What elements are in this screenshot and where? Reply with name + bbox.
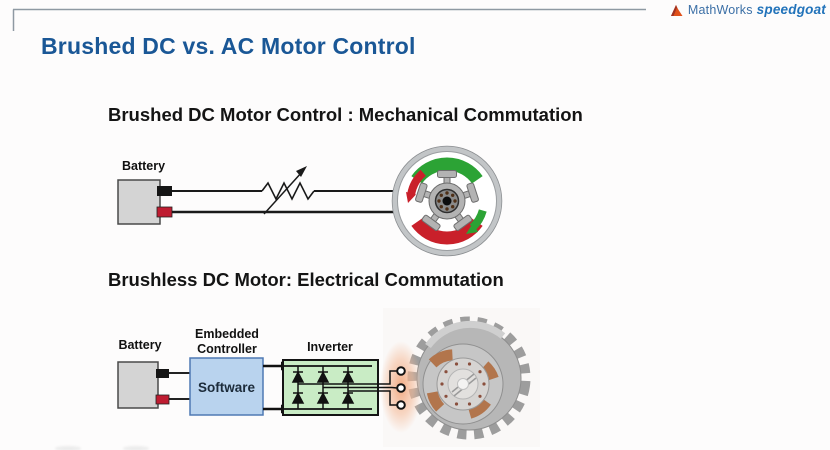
battery-label-brushed: Battery bbox=[122, 159, 165, 173]
rotation-arrow-red bbox=[407, 169, 427, 195]
magnet-green-top bbox=[411, 157, 483, 184]
inverter-label: Inverter bbox=[307, 340, 353, 354]
section-heading-brushless: Brushless DC Motor: Electrical Commutati… bbox=[108, 269, 504, 290]
rotation-arrow-green bbox=[469, 209, 487, 231]
controller-label-line1: Embedded bbox=[195, 327, 259, 341]
battery-terminal-negative-2 bbox=[155, 394, 170, 405]
section-heading-brushed: Brushed DC Motor Control : Mechanical Co… bbox=[108, 104, 583, 125]
page-title: Brushed DC vs. AC Motor Control bbox=[41, 33, 416, 59]
rotation-arrow-red-head bbox=[406, 192, 416, 203]
rotor-gear bbox=[415, 170, 479, 231]
battery-terminal-positive bbox=[157, 186, 172, 196]
speedgoat-label: speedgoat bbox=[756, 2, 826, 17]
wire-bottom bbox=[172, 204, 438, 214]
motor-fins bbox=[407, 316, 531, 440]
wire-top-to-motor bbox=[314, 190, 438, 197]
brushless-motor-drawing bbox=[407, 316, 531, 440]
magnet-red-bottom bbox=[411, 218, 483, 245]
battery-terminal-positive-2 bbox=[156, 369, 169, 378]
battery-label-brushless: Battery bbox=[118, 338, 161, 352]
inverter-legs bbox=[297, 366, 349, 409]
rheostat-zigzag bbox=[261, 181, 315, 201]
copper-windings bbox=[426, 349, 499, 419]
brand-logos: MathWorks speedgoat bbox=[669, 2, 826, 17]
brushless-motor-image bbox=[383, 308, 540, 447]
motor-body-highlight bbox=[425, 320, 506, 349]
bottom-cutoff-mark bbox=[55, 446, 81, 450]
rheostat-arrow-head bbox=[296, 166, 307, 177]
battery-box-brushless bbox=[117, 361, 159, 409]
inverter-box bbox=[282, 359, 379, 416]
inverter-rails bbox=[284, 365, 372, 410]
battery-terminal-negative bbox=[156, 206, 173, 218]
brushed-dc-diagram: Battery bbox=[117, 145, 503, 257]
brushless-dc-diagram: Battery Embedded Controller Software Inv… bbox=[117, 327, 420, 433]
rotation-arrow-green-head bbox=[466, 223, 478, 234]
bus-node-top bbox=[281, 361, 290, 371]
commutator bbox=[434, 188, 460, 214]
motor-shaft-hole bbox=[457, 378, 469, 390]
inverter-switches bbox=[291, 370, 355, 404]
rheostat-arrow-shaft bbox=[263, 171, 303, 215]
brushed-motor-symbol bbox=[391, 145, 503, 257]
bottom-cutoff-mark bbox=[123, 446, 149, 450]
controller-label-line2: Controller bbox=[197, 342, 257, 356]
battery-box-brushed bbox=[117, 179, 161, 225]
bus-node-bottom bbox=[281, 404, 290, 414]
mathworks-logo-icon bbox=[670, 4, 683, 16]
flange-bolts bbox=[440, 362, 486, 406]
software-label: Software bbox=[198, 380, 256, 395]
software-box bbox=[189, 357, 264, 416]
mathworks-label: MathWorks bbox=[687, 2, 753, 17]
